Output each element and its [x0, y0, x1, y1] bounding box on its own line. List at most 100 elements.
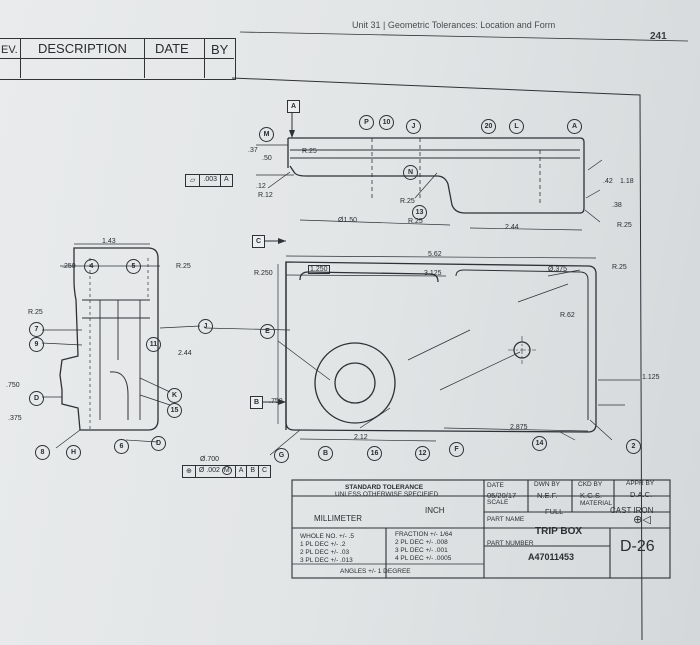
dim-text: 2.44 — [178, 350, 192, 357]
leader — [585, 189, 601, 199]
dim-line — [299, 219, 451, 226]
title-block-frame — [291, 479, 671, 579]
left-view-inner — [82, 299, 150, 420]
basic-dim-box: 1.250 — [308, 265, 330, 274]
revision-col-divider — [144, 38, 145, 78]
top-view-outline — [288, 137, 585, 214]
dim-text: R.25 — [176, 263, 191, 270]
rev-label: EV. — [1, 44, 18, 56]
large-bore-inner — [334, 362, 376, 404]
dim-line — [469, 227, 583, 231]
flatness-value: .003 — [200, 175, 222, 186]
tol-angles: ANGLES +/- 1 DEGREE — [340, 568, 411, 575]
dim-ext — [285, 255, 597, 259]
revision-col-divider — [20, 38, 21, 78]
dim-text: Ø1.50 — [338, 217, 358, 224]
front-view-pocket-left — [285, 262, 439, 430]
leader — [547, 269, 581, 277]
dim-text: .38 — [612, 202, 622, 209]
dim-text: .750 — [6, 382, 20, 389]
leader — [41, 342, 83, 346]
datum-square-b: B — [250, 396, 263, 409]
callout-circle-h: H — [66, 445, 81, 460]
datum-square-c: C — [252, 235, 265, 248]
dim-text: R.25 — [302, 148, 317, 155]
drawing-number: D-26 — [620, 538, 655, 555]
date-label: DATE — [487, 482, 504, 489]
callout-circle-p: P — [359, 115, 374, 130]
dim-text: .12 — [256, 183, 266, 190]
callout-circle-13: 13 — [412, 205, 427, 220]
callout-circle-f: F — [449, 442, 464, 457]
leader — [439, 351, 521, 391]
leader — [139, 377, 171, 393]
callout-circle-6: 6 — [114, 439, 129, 454]
inch-label: INCH — [425, 506, 445, 515]
tol-1pl: 1 PL DEC +/- .2 — [300, 541, 346, 548]
mmc-modifier: M — [221, 466, 232, 475]
dim-text: R.25 — [400, 198, 415, 205]
ckd-by-label: CKD BY — [578, 481, 603, 488]
callout-circle-8: 8 — [35, 445, 50, 460]
dim-text: .250 — [62, 263, 76, 270]
callout-circle-16: 16 — [367, 446, 382, 461]
callout-circle-j: J — [198, 319, 213, 334]
flatness-control-frame: ▱ .003 A — [185, 174, 233, 187]
front-view-outline — [285, 261, 597, 433]
scale-label: SCALE — [487, 499, 509, 506]
flatness-icon: ▱ — [186, 175, 201, 186]
callout-circle-a: A — [567, 119, 582, 134]
leader — [407, 329, 471, 361]
callout-circle-j: J — [406, 119, 421, 134]
datum-square-a: A — [287, 100, 300, 113]
appr-by-label: APPR BY — [626, 480, 655, 487]
ckd-by-value: K.G.S. — [580, 491, 603, 500]
leader — [204, 327, 291, 331]
std-tol-sub: UNLESS OTHERWISE SPECIFIED — [335, 491, 439, 498]
dim-text: 2.875 — [510, 424, 528, 431]
leader — [267, 171, 291, 189]
callout-circle-5: 5 — [126, 259, 141, 274]
callout-circle-e: E — [260, 324, 275, 339]
dim-line — [443, 427, 589, 432]
left-view-hidden — [89, 258, 149, 430]
part-name-value: TRIP BOX — [535, 526, 583, 537]
dim-text: Ø.375 — [548, 266, 568, 273]
callout-circle-9: 9 — [29, 337, 44, 352]
front-view-pocket-right — [455, 269, 589, 420]
callout-circle-12: 12 — [415, 446, 430, 461]
dim-text: R.12 — [258, 192, 273, 199]
front-view — [204, 255, 640, 456]
dim-text: 1.125 — [642, 374, 660, 381]
dim-text: .37 — [248, 147, 258, 154]
dim-text: 2.44 — [505, 224, 519, 231]
material-value: CAST IRON — [610, 506, 654, 515]
callout-circle-b: B — [318, 446, 333, 461]
position-icon: ⊕ — [183, 466, 196, 477]
callout-circle-10: 10 — [379, 115, 394, 130]
leader — [559, 431, 576, 441]
leader — [587, 159, 603, 171]
dim-text: 3.125 — [424, 270, 442, 277]
callout-circle-n: N — [403, 165, 418, 180]
part-number-value: A47011453 — [528, 552, 575, 562]
date-label: DATE — [155, 41, 189, 56]
arrowhead — [289, 130, 295, 138]
tol-i3pl: 3 PL DEC +/- .001 — [395, 547, 448, 554]
callout-circle-d: D — [29, 391, 44, 406]
dim-text: R.25 — [612, 264, 627, 271]
description-label: DESCRIPTION — [38, 41, 127, 56]
tol-fraction: FRACTION +/- 1/64 — [395, 531, 453, 538]
tol-2pl: 2 PL DEC +/- .03 — [300, 549, 350, 556]
top-view — [256, 137, 603, 231]
material-label: MATERIAL — [580, 500, 613, 507]
callout-circle-g: G — [274, 448, 289, 463]
part-number-label: PART NUMBER — [487, 540, 534, 547]
tol-i2pl: 2 PL DEC +/- .008 — [395, 539, 448, 546]
projection-symbol-icon: ⊕◁ — [633, 514, 651, 526]
callout-circle-2: 2 — [626, 439, 641, 454]
dim-text: .750 — [269, 398, 283, 405]
left-view-outline — [59, 247, 159, 431]
callout-circle-m: M — [259, 127, 274, 142]
